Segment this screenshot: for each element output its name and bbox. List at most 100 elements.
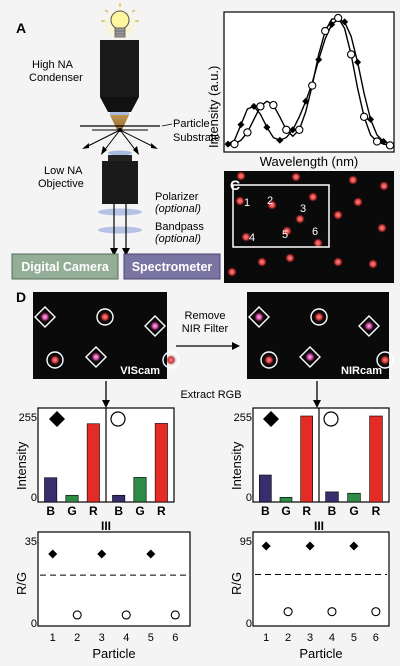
rg-xtick: 2 xyxy=(74,632,80,644)
circle-outline xyxy=(46,351,64,369)
bar-category-label: R xyxy=(302,504,311,518)
light-bulb-icon xyxy=(101,3,139,41)
spectra-ylabel: Intensity (a.u.) xyxy=(206,66,221,148)
spectra-plot-area xyxy=(223,11,395,153)
particle-spot xyxy=(241,232,251,242)
right-arrow-icon xyxy=(176,342,240,350)
digital-camera-box xyxy=(11,253,119,280)
spectrum-line-2 xyxy=(227,17,391,147)
bandpass-label: Bandpass xyxy=(155,221,204,233)
camera-particle xyxy=(314,312,324,322)
circle-outline xyxy=(96,308,114,326)
spectrum-point xyxy=(354,58,362,66)
vis-equiv-symbol: III xyxy=(101,519,111,533)
spectrum-point xyxy=(237,121,245,129)
bar-category-label: G xyxy=(349,504,358,518)
diamond-outline xyxy=(144,315,166,337)
spectrum-point xyxy=(341,18,349,26)
diamond-outline xyxy=(34,306,56,328)
rg-point-circle xyxy=(121,610,131,620)
bar-category-label: R xyxy=(89,504,98,518)
bar-g xyxy=(133,477,147,503)
bar-category-label: G xyxy=(67,504,76,518)
extract-arrow-left xyxy=(102,381,110,408)
spectrum-point xyxy=(243,128,252,137)
spectrum-point xyxy=(256,102,265,111)
remove-label-1: Remove xyxy=(185,310,226,322)
polarizer-optional: (optional) xyxy=(155,203,201,215)
spectrometer-box xyxy=(123,253,221,280)
particle-spot xyxy=(227,267,237,277)
light-cone xyxy=(110,115,129,130)
particle-spot xyxy=(333,210,343,220)
spectrum-point xyxy=(224,140,232,148)
camera-particle xyxy=(50,355,60,365)
objective-label-1: Low NA xyxy=(44,165,83,177)
diamond-outline xyxy=(358,315,380,337)
spectra-marks xyxy=(224,13,395,150)
condenser-icon xyxy=(100,40,139,115)
bar-category-label: G xyxy=(135,504,144,518)
particle-spot xyxy=(236,171,246,181)
particle-spot xyxy=(257,257,267,267)
rg-point-diamond xyxy=(305,541,315,551)
substrate-label: Substrate xyxy=(173,132,220,144)
diamond-outline xyxy=(248,306,270,328)
bar-category-label: R xyxy=(372,504,381,518)
spectrum-point xyxy=(230,139,239,149)
rg-xtick: 3 xyxy=(99,632,105,644)
spectrum-point xyxy=(276,136,284,144)
particle-label-1: 1 xyxy=(244,197,250,209)
camera-particle xyxy=(380,355,390,365)
spectrum-point xyxy=(263,123,271,131)
nir-rg-ytick-bottom: 0 xyxy=(246,618,252,630)
spectrum-point xyxy=(295,125,304,134)
nir-rg-ylabel: R/G xyxy=(229,572,244,595)
camera-particle xyxy=(364,321,374,331)
rg-xtick: 5 xyxy=(351,632,357,644)
particle-spot xyxy=(308,192,318,202)
camera-particle xyxy=(150,321,160,331)
spectrum-point xyxy=(385,141,395,150)
panel-c: C 1 2 3 4 5 6 xyxy=(224,171,394,283)
rg-point-circle xyxy=(371,607,381,617)
bandpass-optional: (optional) xyxy=(155,233,201,245)
rg-xtick: 4 xyxy=(329,632,335,644)
circle-outline xyxy=(162,351,180,369)
rg-point-diamond xyxy=(97,549,107,559)
camera-particle xyxy=(264,355,274,365)
nir-intensity-label: Intensity xyxy=(229,441,244,490)
rg-point-circle xyxy=(72,610,82,620)
bar-g xyxy=(65,494,79,503)
vis-ytick-0: 0 xyxy=(31,492,37,504)
vis-circle-marker-icon xyxy=(110,411,126,427)
bar-r xyxy=(154,423,168,503)
selection-box xyxy=(232,184,330,248)
particle-spot xyxy=(282,226,292,236)
extract-rgb-label: Extract RGB xyxy=(180,389,241,401)
bar-category-label: B xyxy=(46,504,55,518)
particle-spot xyxy=(295,214,305,224)
particle-spot xyxy=(267,200,277,210)
remove-label-2: NIR Filter xyxy=(182,323,229,335)
spectrum-point xyxy=(372,137,382,146)
nircam-label: NIRcam xyxy=(341,365,382,377)
bandpass-filter xyxy=(98,226,142,234)
camera-particle xyxy=(91,352,101,362)
panel-b: B Intensity (a.u.) Wavelength (nm) xyxy=(206,11,395,169)
camera-particle xyxy=(40,312,50,322)
particle-spot xyxy=(235,196,245,206)
digital-camera-label: Digital Camera xyxy=(21,260,110,274)
spectrum-point xyxy=(367,115,375,123)
panel-a: A High NA Condenser Particle xyxy=(11,3,221,280)
particle-spot xyxy=(348,175,358,185)
nir-rg-ytick-top: 95 xyxy=(240,536,252,548)
particle-spot xyxy=(377,223,387,233)
vis-intensity-label: Intensity xyxy=(14,441,29,490)
vis-rg-ytick-top: 35 xyxy=(25,536,37,548)
